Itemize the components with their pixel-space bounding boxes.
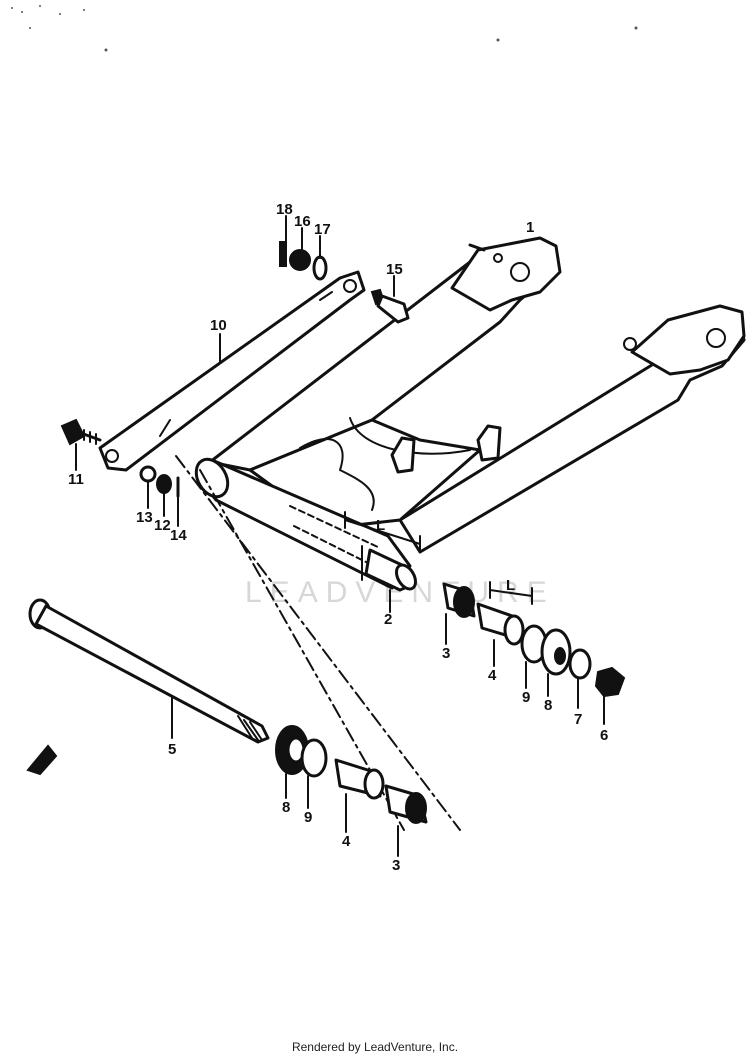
spacer-dimension-l: L	[506, 577, 515, 594]
bolt-15	[370, 288, 410, 324]
parts-16-17-18	[279, 241, 328, 281]
callout-8b: 8	[282, 799, 290, 816]
footer-credit: Rendered by LeadVenture, Inc.	[291, 1040, 459, 1054]
callout-9b: 9	[304, 809, 312, 826]
callout-1: 1	[526, 219, 534, 236]
swingarm: L	[194, 236, 746, 592]
link-rod	[98, 270, 366, 472]
callout-8a: 8	[544, 697, 552, 714]
parts-12-13-14	[139, 465, 180, 498]
pivot-axle	[28, 598, 270, 744]
callout-7: 7	[574, 711, 582, 728]
callout-11: 11	[68, 471, 84, 488]
lower-stack	[275, 725, 428, 824]
callout-16: 16	[294, 213, 311, 230]
callout-9a: 9	[522, 689, 530, 706]
callout-4b: 4	[342, 833, 351, 850]
callout-3a: 3	[442, 645, 450, 662]
callout-18: 18	[276, 201, 293, 218]
leader-lines	[75, 215, 605, 857]
callout-2: 2	[384, 611, 392, 628]
callout-5: 5	[168, 741, 176, 758]
callout-14: 14	[170, 527, 187, 544]
callout-12: 12	[154, 517, 171, 534]
callout-10: 10	[210, 317, 227, 334]
callout-15: 15	[386, 261, 403, 278]
callout-4a: 4	[488, 667, 497, 684]
upper-stack: L	[442, 577, 626, 698]
direction-arrow-icon	[26, 744, 58, 776]
callout-17: 17	[314, 221, 331, 238]
callout-6: 6	[600, 727, 608, 744]
scan-speckle	[11, 5, 638, 52]
callout-13: 13	[136, 509, 153, 526]
callout-3b: 3	[392, 857, 400, 874]
bolt-11	[60, 418, 102, 446]
swingarm-dimension-l: L	[376, 517, 385, 534]
